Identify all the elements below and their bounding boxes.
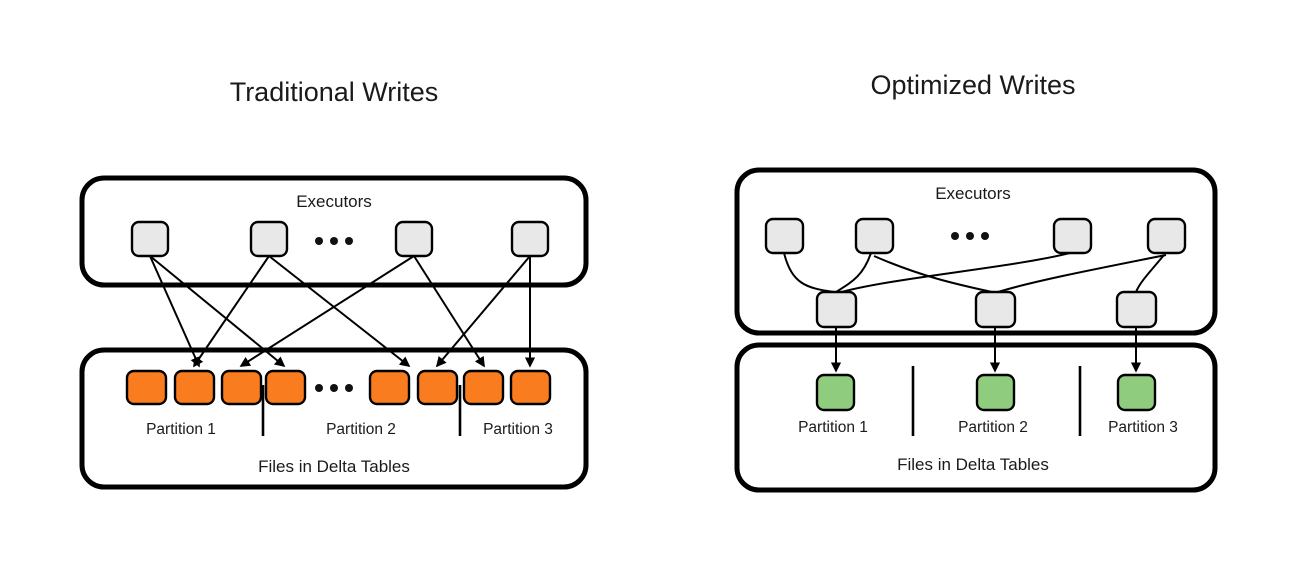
panel-title-optimized: Optimized Writes: [870, 70, 1075, 100]
partition-label: Partition 3: [483, 421, 553, 438]
partition-label: Partition 1: [798, 419, 868, 436]
write-arrow: [239, 255, 415, 367]
executors-ellipsis-dot: [330, 237, 338, 245]
file-box[interactable]: [368, 369, 411, 406]
executors-ellipsis-dot: [966, 232, 974, 240]
executor-node[interactable]: [130, 220, 170, 258]
write-arrow: [268, 255, 411, 368]
executors-ellipsis-dot: [951, 232, 959, 240]
shuffle-node[interactable]: [815, 290, 858, 329]
file-box[interactable]: [416, 369, 459, 406]
file-box[interactable]: [1116, 373, 1157, 412]
executor-node[interactable]: [1052, 217, 1093, 255]
executors-container-traditional: [79, 175, 589, 288]
executors-ellipsis-dot: [315, 237, 323, 245]
write-arrow: [149, 255, 286, 368]
shuffle-curve: [835, 252, 872, 293]
write-arrow: [193, 255, 270, 368]
files-container-optimized: [734, 342, 1218, 493]
write-arrow: [149, 255, 201, 368]
executors-container-optimized: [734, 167, 1218, 336]
shuffle-node[interactable]: [1115, 290, 1158, 329]
files-ellipsis-dot: [345, 384, 353, 392]
file-box[interactable]: [220, 369, 263, 406]
file-box[interactable]: [125, 369, 168, 406]
partition-label: Partition 3: [1108, 419, 1178, 436]
executor-node[interactable]: [854, 217, 895, 255]
file-box[interactable]: [462, 369, 505, 406]
executors-label-optimized: Executors: [935, 184, 1011, 203]
file-box[interactable]: [173, 369, 216, 406]
executors-ellipsis-dot: [981, 232, 989, 240]
partition-label: Partition 1: [146, 421, 216, 438]
file-box[interactable]: [264, 369, 307, 406]
file-box[interactable]: [509, 369, 552, 406]
shuffle-curve: [997, 254, 1167, 293]
files-ellipsis-dot: [315, 384, 323, 392]
write-arrow: [413, 255, 485, 368]
executor-node[interactable]: [394, 220, 434, 258]
executor-node[interactable]: [1146, 217, 1187, 255]
file-box[interactable]: [815, 373, 856, 412]
executors-ellipsis-dot: [345, 237, 353, 245]
files-label-traditional: Files in Delta Tables: [258, 457, 410, 476]
partition-label: Partition 2: [326, 421, 396, 438]
write-arrow: [435, 255, 531, 368]
partition-label: Partition 2: [958, 419, 1028, 436]
shuffle-curve: [1135, 254, 1165, 293]
executor-node[interactable]: [249, 220, 289, 258]
shuffle-curve: [873, 255, 993, 293]
file-box[interactable]: [975, 373, 1016, 412]
executor-node[interactable]: [764, 217, 805, 255]
shuffle-curve: [837, 252, 1071, 294]
executors-label-traditional: Executors: [296, 192, 372, 211]
files-ellipsis-dot: [330, 384, 338, 392]
shuffle-node[interactable]: [974, 290, 1017, 329]
panel-title-traditional: Traditional Writes: [230, 77, 439, 107]
executor-node[interactable]: [510, 220, 550, 258]
files-label-optimized: Files in Delta Tables: [897, 455, 1049, 474]
